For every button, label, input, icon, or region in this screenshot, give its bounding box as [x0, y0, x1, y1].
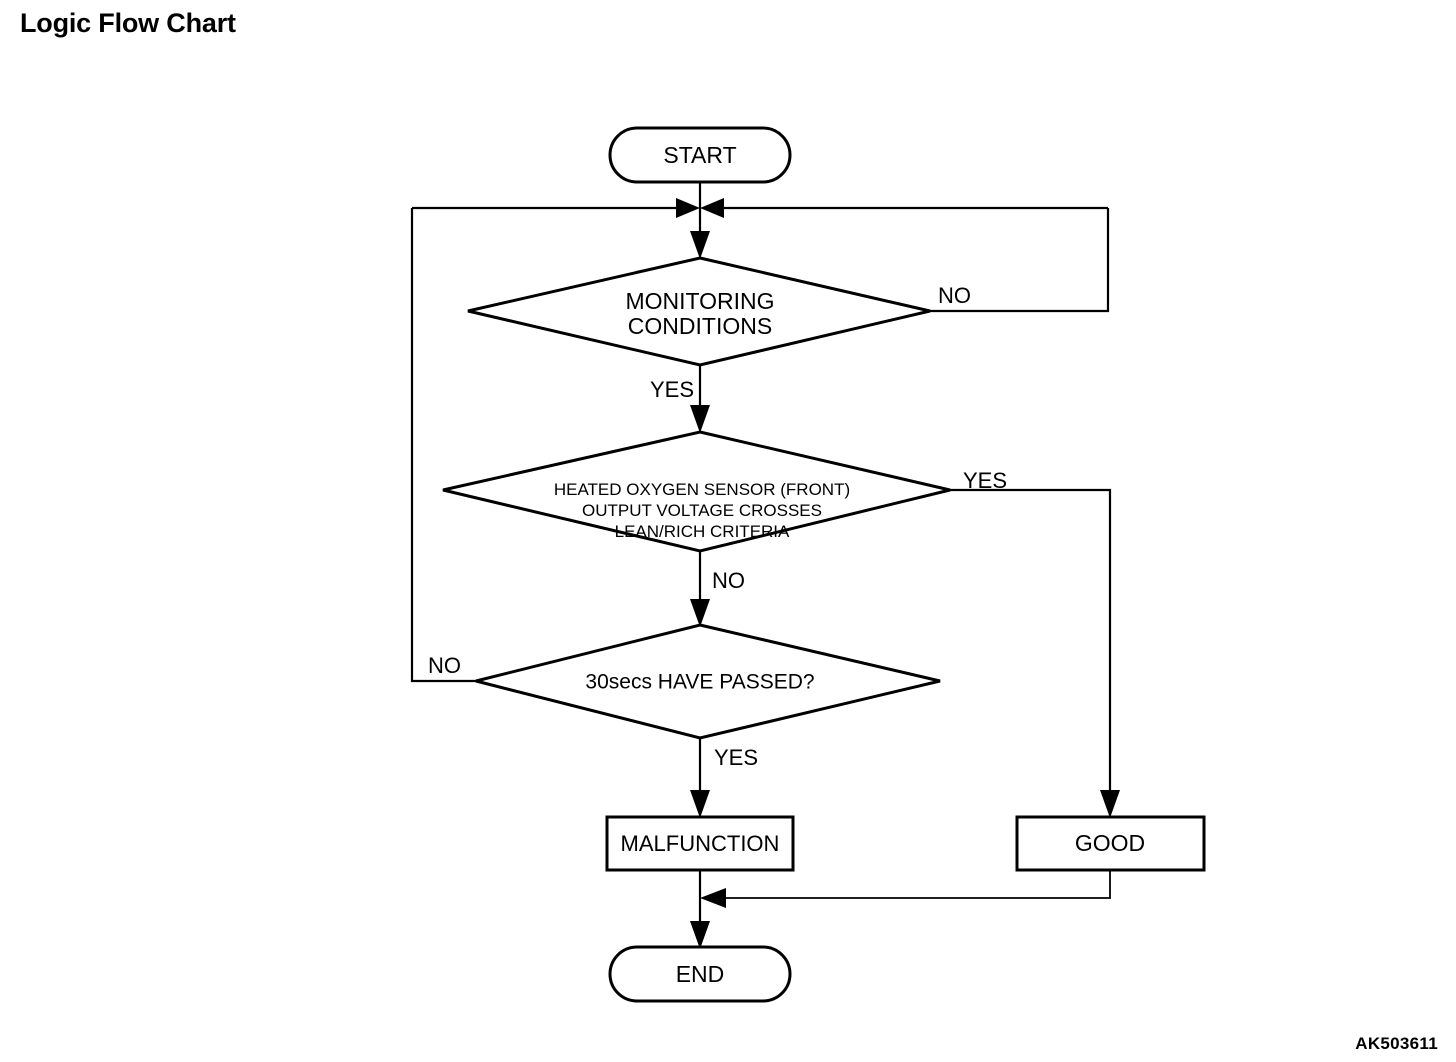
node-start	[608, 126, 792, 184]
arrowhead-into-good	[1100, 790, 1120, 818]
node-malfunction	[605, 815, 795, 872]
node-monitoring-label-line2: CONDITIONS	[628, 313, 772, 339]
edge-timer-no	[410, 208, 476, 683]
edge-label-timer-yes: YES	[714, 745, 758, 770]
node-monitoring-conditions	[467, 256, 931, 367]
node-start-label: START	[663, 142, 736, 168]
edge-label-o2sensor-yes: YES	[963, 468, 1007, 493]
node-o2-sensor-label-line1: HEATED OXYGEN SENSOR (FRONT)	[554, 480, 850, 499]
arrowhead-good-join	[700, 888, 726, 908]
node-end-label: END	[676, 961, 725, 987]
arrowhead-into-malfunction	[690, 790, 710, 818]
edge-label-monitoring-no: NO	[938, 283, 971, 308]
node-o2-sensor-label-line3: LEAN/RICH CRITERIA	[615, 522, 790, 541]
edge-o2sensor-yes	[950, 488, 1112, 812]
arrowhead-into-o2sensor	[690, 405, 710, 433]
node-monitoring-label-line1: MONITORING	[625, 288, 774, 314]
figure-id-label: AK503611	[1355, 1034, 1438, 1053]
node-end	[608, 945, 792, 1003]
edge-monitoring-no	[930, 208, 1110, 313]
node-timer-check	[475, 623, 941, 740]
edge-label-monitoring-yes: YES	[650, 377, 694, 402]
arrowhead-into-end	[690, 921, 710, 949]
node-timer-label: 30secs HAVE PASSED?	[585, 671, 814, 694]
arrowhead-left-feedback	[676, 198, 700, 218]
page-title: Logic Flow Chart	[20, 8, 236, 38]
node-good-label: GOOD	[1075, 830, 1145, 856]
node-o2-sensor-label-line2: OUTPUT VOLTAGE CROSSES	[582, 501, 822, 520]
node-o2-sensor-criteria	[442, 430, 951, 553]
node-malfunction-label: MALFUNCTION	[621, 831, 780, 856]
node-good	[1015, 815, 1206, 872]
arrowhead-right-feedback	[700, 198, 724, 218]
arrowhead-into-timer	[690, 599, 710, 627]
edge-good-to-end	[722, 870, 1111, 899]
arrowhead-into-monitoring	[690, 231, 710, 259]
edge-label-o2sensor-no: NO	[712, 568, 745, 593]
edge-label-timer-no: NO	[428, 653, 461, 678]
